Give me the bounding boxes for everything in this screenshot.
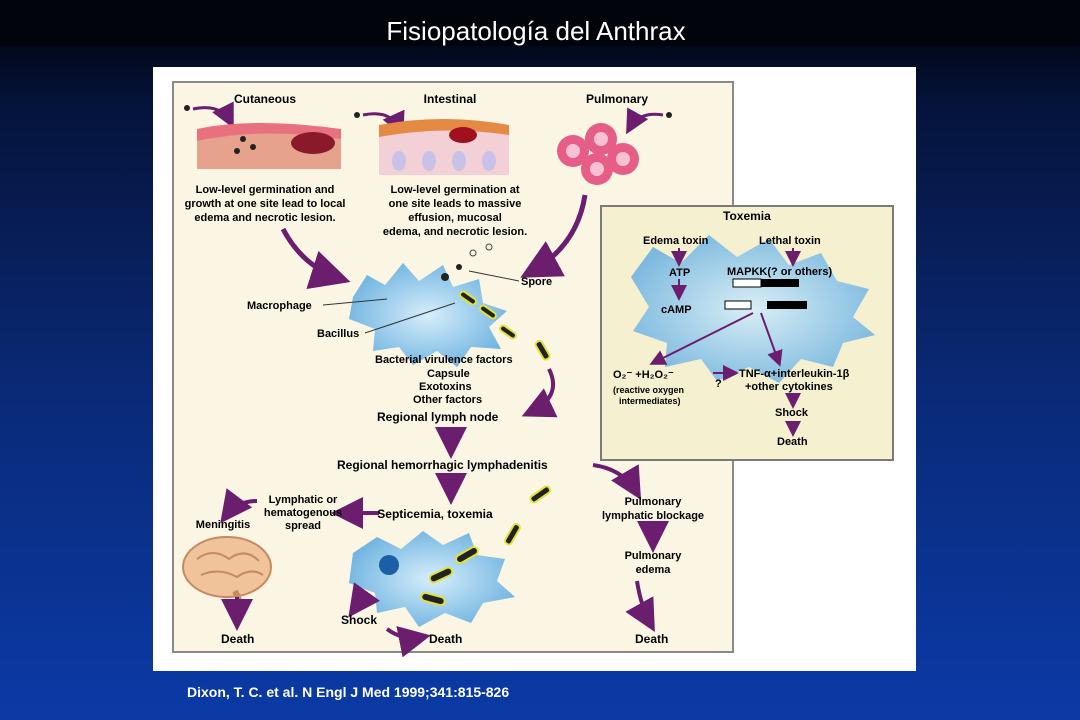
pulmonary-label: Pulmonary xyxy=(586,92,648,106)
ros-note-1: (reactive oxygen xyxy=(613,385,684,395)
camp-label: cAMP xyxy=(661,304,692,316)
intestinal-caption-3: effusion, mucosal xyxy=(408,212,502,224)
virulence-label-4: Other factors xyxy=(413,394,482,406)
pointer-line xyxy=(322,298,388,306)
macrophage-illustration xyxy=(349,243,551,367)
macrophage-illustration xyxy=(349,531,515,627)
pulm-edema-label-2: edema xyxy=(636,564,672,576)
macrophage-label: Macrophage xyxy=(247,300,312,312)
route-arrow xyxy=(280,227,351,290)
route-arrow xyxy=(520,194,588,278)
flow-arrow xyxy=(348,582,380,618)
virulence-label-1: Bacterial virulence factors xyxy=(375,354,513,366)
bacillus-label: Bacillus xyxy=(317,328,359,340)
intestinal-caption-4: edema, and necrotic lesion. xyxy=(383,226,527,238)
septicemia-label: Septicemia, toxemia xyxy=(377,507,493,521)
spore-icon xyxy=(184,105,190,111)
flow-arrow xyxy=(385,626,431,658)
pathophysiology-diagram: Cutaneous Intestinal Pulmonary Low-level… xyxy=(172,81,894,658)
spread-label-2: hematogenous xyxy=(264,507,342,519)
intestinal-label: Intestinal xyxy=(424,92,477,106)
slide-title: Fisiopatología del Anthrax xyxy=(386,16,686,46)
spread-label-3: spread xyxy=(285,520,321,532)
death-label: Death xyxy=(635,632,668,646)
cytokines-label-2: +other cytokines xyxy=(745,381,833,393)
lymphadenitis-label: Regional hemorrhagic lymphadenitis xyxy=(337,458,548,472)
alveoli-illustration xyxy=(557,123,639,185)
meningitis-label: Meningitis xyxy=(196,519,250,531)
intestinal-caption-1: Low-level germination at xyxy=(391,184,520,196)
flow-arrow xyxy=(521,368,558,418)
title-bar xyxy=(0,0,1080,46)
ros-label: O₂⁻ +H₂O₂⁻ xyxy=(613,369,674,381)
cutaneous-label: Cutaneous xyxy=(234,92,296,106)
virulence-label-2: Capsule xyxy=(427,368,470,380)
entry-arrow xyxy=(192,101,234,129)
intestinal-caption-2: one site leads to massive xyxy=(389,198,522,210)
question-label: ? xyxy=(715,378,722,390)
toxemia-panel xyxy=(600,205,894,461)
toxemia-arrow xyxy=(760,312,783,367)
cutaneous-caption-1: Low-level germination and xyxy=(196,184,335,196)
pointer-line xyxy=(468,270,520,282)
flow-arrow xyxy=(592,463,642,500)
intestinal-tissue-illustration xyxy=(379,119,509,175)
spore-icon xyxy=(354,112,360,118)
flow-arrow xyxy=(220,488,258,524)
spore-label: Spore xyxy=(521,276,552,288)
mapkk-label: MAPKK(? or others) xyxy=(727,266,832,278)
entry-arrow xyxy=(626,107,664,135)
flow-arrow xyxy=(625,580,655,632)
lethal-toxin-label: Lethal toxin xyxy=(759,235,821,247)
spore-icon xyxy=(666,112,672,118)
spread-label-1: Lymphatic or xyxy=(269,494,338,506)
regional-node-label: Regional lymph node xyxy=(377,410,499,424)
cutaneous-caption-2: growth at one site lead to local xyxy=(185,198,346,210)
pointer-line xyxy=(364,302,456,334)
virulence-label-3: Exotoxins xyxy=(419,381,472,393)
edema-toxin-label: Edema toxin xyxy=(643,235,709,247)
atp-label: ATP xyxy=(669,267,690,279)
pathophysiology-figure: Cutaneous Intestinal Pulmonary Low-level… xyxy=(153,67,916,671)
death-label: Death xyxy=(429,632,462,646)
cytokines-label-1: TNF-α+interleukin-1β xyxy=(739,368,850,380)
toxemia-title: Toxemia xyxy=(723,209,771,223)
toxemia-arrow xyxy=(649,312,754,365)
bacillus-illustration xyxy=(503,523,521,546)
pulm-blockage-label-1: Pulmonary xyxy=(625,496,683,508)
ros-note-2: intermediates) xyxy=(619,396,681,406)
citation: Dixon, T. C. et al. N Engl J Med 1999;34… xyxy=(187,684,510,700)
bacillus-illustration xyxy=(529,485,552,504)
toxemia-shock-label: Shock xyxy=(775,407,809,419)
shock-label: Shock xyxy=(341,613,377,627)
death-label: Death xyxy=(221,632,254,646)
toxemia-death-label: Death xyxy=(777,436,808,448)
pulm-edema-label-1: Pulmonary xyxy=(625,550,683,562)
pulm-blockage-label-2: lymphatic blockage xyxy=(602,510,704,522)
skin-tissue-illustration xyxy=(197,123,341,169)
cutaneous-caption-3: edema and necrotic lesion. xyxy=(194,212,335,224)
